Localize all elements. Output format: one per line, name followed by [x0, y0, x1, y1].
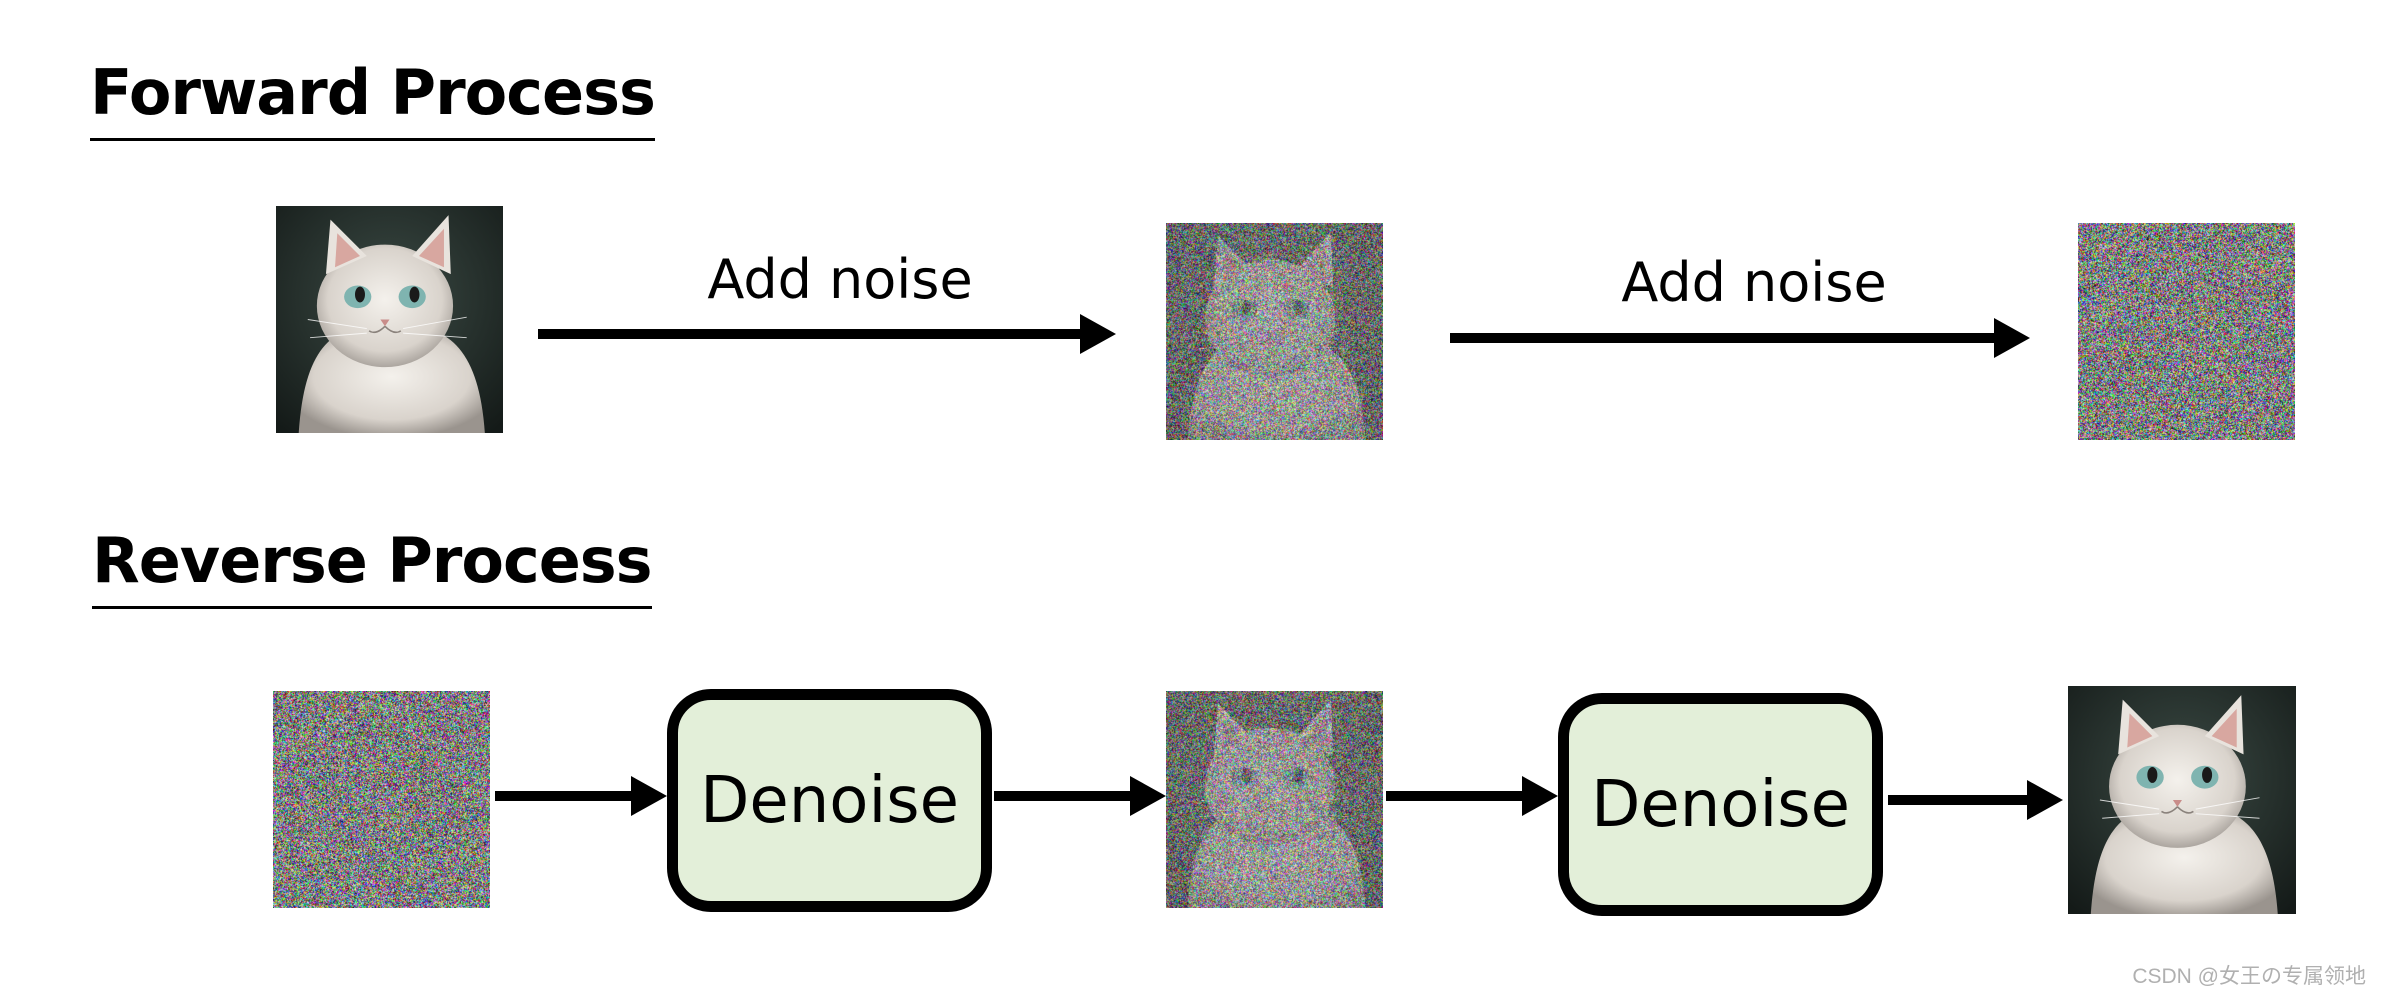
forward-arrow	[538, 314, 1116, 354]
add-noise-label: Add noise	[707, 248, 973, 311]
reverse-process-title: Reverse Process	[92, 530, 653, 609]
denoise-label: Denoise	[700, 763, 959, 838]
clean-cat-image	[276, 206, 503, 433]
reverse-arrow	[495, 776, 667, 816]
noisy-cat-image	[1166, 691, 1383, 908]
reverse-arrow	[994, 776, 1166, 816]
cat-illustration	[2068, 686, 2296, 914]
pure-noise-image	[2078, 223, 2295, 440]
clean-cat-image	[2068, 686, 2296, 914]
pure-noise-image	[273, 691, 490, 908]
denoise-box: Denoise	[667, 689, 992, 912]
cat-illustration	[276, 206, 503, 433]
add-noise-label: Add noise	[1621, 251, 1887, 314]
forward-arrow	[1450, 318, 2030, 358]
reverse-arrow	[1888, 780, 2063, 820]
denoise-box: Denoise	[1558, 693, 1883, 916]
forward-process-title: Forward Process	[90, 62, 656, 141]
denoise-label: Denoise	[1591, 767, 1850, 842]
reverse-arrow	[1386, 776, 1558, 816]
noisy-cat-image	[1166, 223, 1383, 440]
watermark: CSDN @女王の专属领地	[2132, 965, 2366, 988]
